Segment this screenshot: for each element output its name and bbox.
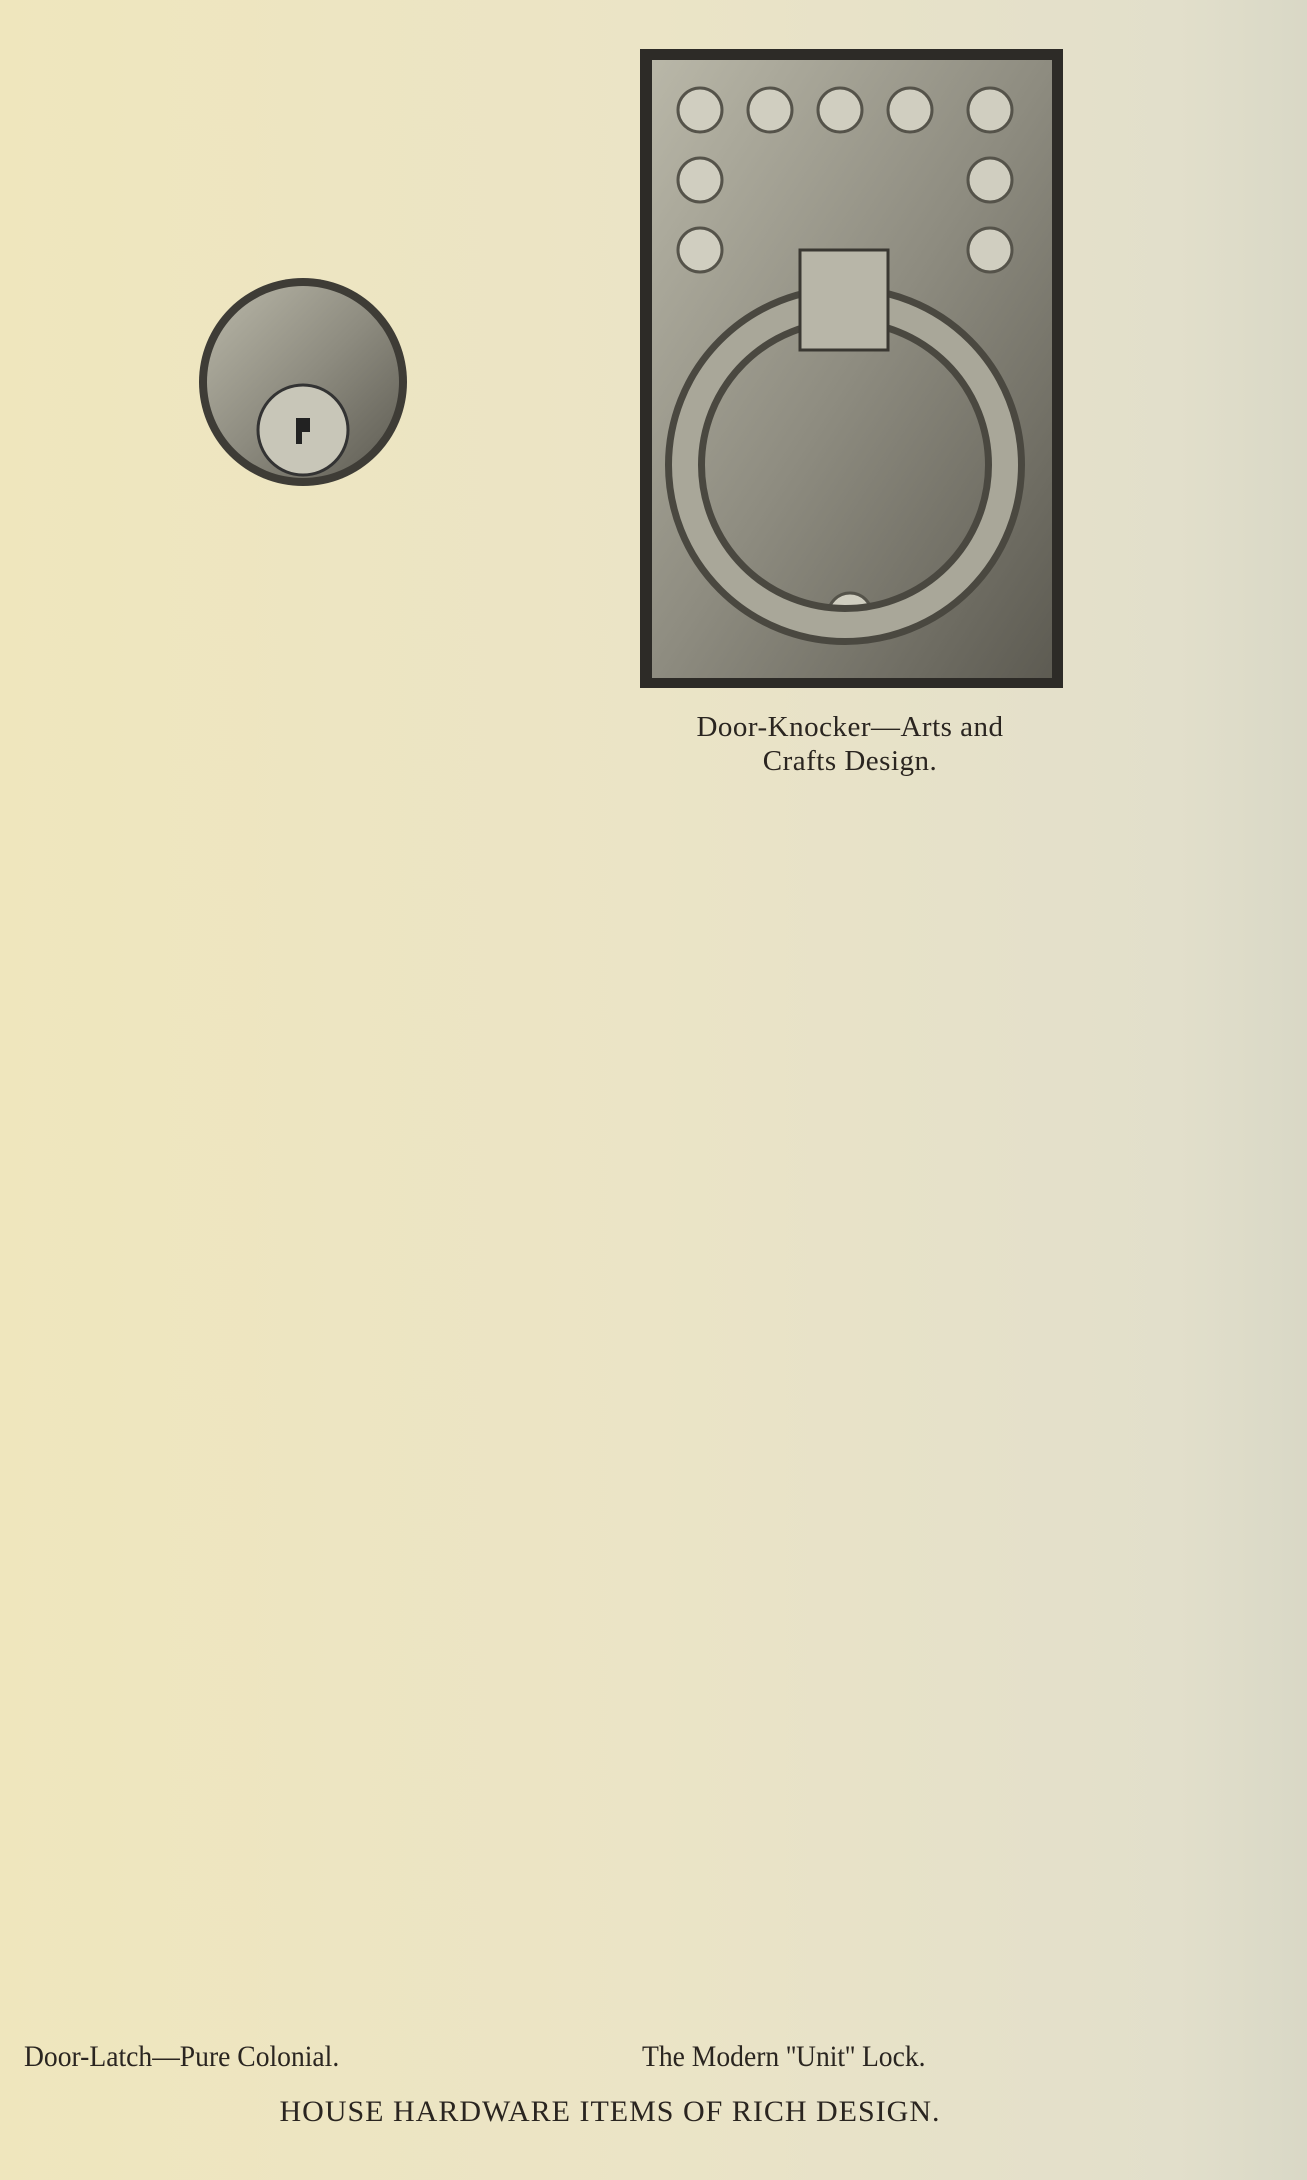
page-title: HOUSE HARDWARE ITEMS OF RICH DESIGN. <box>279 2095 941 2128</box>
door-knocker-caption: Door-Knocker—Arts and Crafts Design. <box>640 710 1060 778</box>
caption-line: Door-Knocker—Arts and <box>696 711 1004 743</box>
door-knocker-image <box>640 49 1063 688</box>
caption-line: Crafts Design. <box>762 745 938 777</box>
deadbolt-cylinder-image <box>199 278 407 486</box>
unit-lock-caption: The Modern ''Unit'' Lock. <box>642 2040 926 2073</box>
door-latch-caption: Door-Latch—Pure Colonial. <box>24 2040 340 2073</box>
